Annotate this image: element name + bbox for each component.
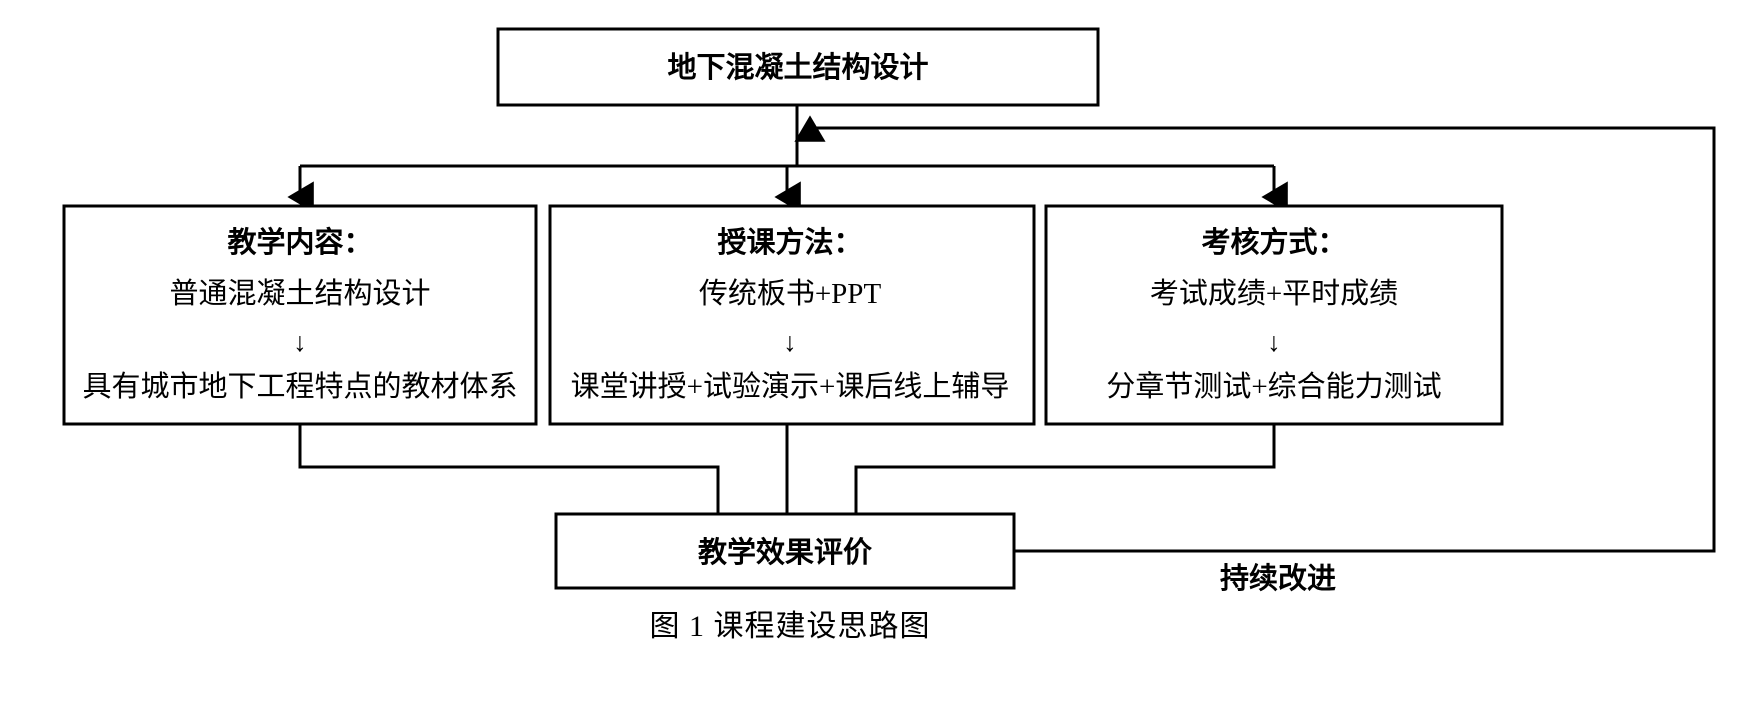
result-box-label: 教学效果评价 (698, 535, 873, 569)
branch-box-1 (62, 204, 538, 426)
branch-3-after: 分章节测试+综合能力测试 (1106, 370, 1441, 403)
branch-2-down-arrow-icon: ↓ (783, 327, 797, 357)
root-box (496, 27, 1100, 107)
branch-1-heading: 教学内容： (227, 225, 372, 259)
connector-branch-1-to-result (298, 424, 732, 573)
branch-box-3 (1044, 204, 1504, 426)
branch-2-after: 课堂讲授+试验演示+课后线上辅导 (571, 370, 1010, 403)
branch-1-after: 具有城市地下工程特点的教材体系 (82, 370, 517, 403)
branch-2-heading: 授课方法： (717, 225, 862, 259)
branch-1-before: 普通混凝土结构设计 (169, 277, 430, 310)
branch-box-2 (548, 204, 1036, 426)
branch-3-before: 考试成绩+平时成绩 (1150, 277, 1398, 310)
branch-2-before: 传统板书+PPT (699, 277, 882, 310)
connector-feedback-loop (794, 115, 1716, 553)
branch-3-down-arrow-icon: ↓ (1267, 327, 1281, 357)
result-box (554, 512, 1016, 590)
feedback-loop-label: 持续改进 (1220, 562, 1336, 595)
branch-3-heading: 考核方式： (1201, 225, 1346, 259)
root-box-label: 地下混凝土结构设计 (667, 51, 928, 84)
figure-caption: 图 1 课程建设思路图 (650, 610, 931, 643)
connector-branch-3-to-result (843, 424, 1276, 573)
branch-1-down-arrow-icon: ↓ (293, 327, 307, 357)
